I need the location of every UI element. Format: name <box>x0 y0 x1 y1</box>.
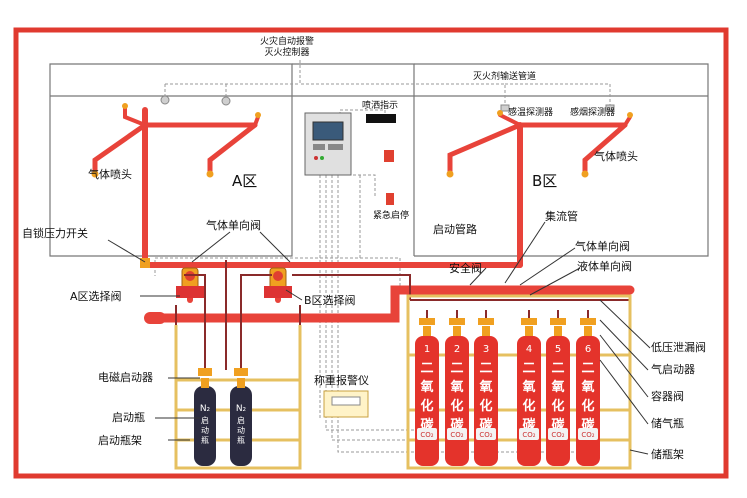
co2-formula: CO₂ <box>450 431 463 439</box>
co2-bottle-text: 化 <box>522 398 535 414</box>
zone-b-label: B区 <box>532 172 557 190</box>
co2-bottles: 1二氧化碳CO₂2二氧化碳CO₂3二氧化碳CO₂4二氧化碳CO₂5二氧化碳CO₂… <box>415 310 600 466</box>
co2-bottle-text: 二 <box>450 361 463 376</box>
start-bottle-rack-label: 启动瓶架 <box>98 433 142 447</box>
weighing-alarm-label: 称重报警仪 <box>314 373 369 387</box>
gas-check-valve-right-label: 气体单向阀 <box>575 239 630 253</box>
controller-label-line2: 灭火控制器 <box>264 46 309 58</box>
co2-bottle-text: 二 <box>551 361 564 376</box>
co2-bottle-text: 化 <box>420 398 433 414</box>
co2-bottle-text: 氧 <box>419 379 433 395</box>
outer-frame <box>13 27 729 479</box>
controller-cabinet <box>304 112 352 176</box>
co2-formula: CO₂ <box>522 431 535 439</box>
spray-indicator-light <box>366 114 396 123</box>
n2-bottle-text: 瓶 <box>201 435 209 445</box>
n2-bottle-text: 瓶 <box>237 435 245 445</box>
co2-bottle-text: 二 <box>581 361 594 376</box>
smoke-detector-label: 感烟探测器 <box>570 106 615 118</box>
alarm-bell-icon <box>384 150 394 162</box>
gas-check-valve-left-label: 气体单向阀 <box>206 218 261 232</box>
solenoid-actuator-label: 电磁启动器 <box>98 371 153 384</box>
safety-valve-label: 安全阀 <box>449 261 482 275</box>
co2-bottle-number: 3 <box>483 344 489 355</box>
n2-bottle-text: 动 <box>237 425 245 435</box>
co2-bottle-text: 氧 <box>478 379 492 395</box>
nozzle-b-label: 气体喷头 <box>594 149 638 163</box>
co2-bottle-text: 化 <box>551 398 564 414</box>
co2-bottle-text: 二 <box>479 361 492 376</box>
co2-formula: CO₂ <box>479 431 492 439</box>
co2-bottle-text: 二 <box>420 361 433 376</box>
n2-bottle-text: 启 <box>201 415 209 425</box>
zone-a-label: A区 <box>232 172 257 190</box>
co2-bottle-number: 2 <box>454 344 460 355</box>
pipe-header-label: 灭火剂输送管道 <box>473 70 536 82</box>
room-outline <box>49 63 709 257</box>
spray-indicator-label: 喷洒指示 <box>362 99 398 111</box>
manifold-label: 集流管 <box>545 209 578 223</box>
nozzle-a-label: 气体喷头 <box>88 167 132 181</box>
co2-bottle-number: 6 <box>585 344 591 355</box>
weighing-alarm-box <box>323 390 369 418</box>
controller-label-line1: 火灾自动报警 <box>260 35 314 47</box>
gas-actuator-label: 气启动器 <box>651 362 695 376</box>
co2-bottle-text: 氧 <box>449 379 463 395</box>
n2-formula: N₂ <box>200 404 211 414</box>
self-lock-switch-label: 自锁压力开关 <box>22 226 88 240</box>
co2-bottle-number: 5 <box>555 344 561 355</box>
co2-bottle-number: 4 <box>526 344 532 355</box>
ceiling-detectors <box>160 95 615 112</box>
select-valve-b-label: B区选择阀 <box>304 293 356 307</box>
co2-formula: CO₂ <box>581 431 594 439</box>
liquid-check-valve-label: 液体单向阀 <box>577 259 632 273</box>
low-pressure-leak-valve-label: 低压泄漏阀 <box>651 340 706 354</box>
co2-bottle-text: 化 <box>479 398 492 414</box>
co2-bottle-text: 氧 <box>521 379 535 395</box>
nozzles <box>91 103 633 178</box>
n2-bottle-text: 启 <box>237 415 245 425</box>
n2-bottle-text: 动 <box>201 425 209 435</box>
start-pipe-label: 启动管路 <box>433 222 477 236</box>
temp-detector-label: 感温探测器 <box>508 106 553 118</box>
co2-bottle-text: 二 <box>522 361 535 376</box>
select-valve-a-label: A区选择阀 <box>70 289 122 303</box>
co2-bottle-text: 化 <box>450 398 463 414</box>
start-bottle-label: 启动瓶 <box>112 410 145 424</box>
container-valve-label: 容器阀 <box>651 389 684 403</box>
co2-bottle-text: 氧 <box>550 379 564 395</box>
storage-rack-label: 储瓶架 <box>651 447 684 461</box>
co2-bottle-text: 化 <box>581 398 594 414</box>
n2-formula: N₂ <box>236 404 247 414</box>
co2-bottle-number: 1 <box>424 344 430 355</box>
leader-lines <box>107 221 651 455</box>
emergency-stop-button <box>386 193 394 205</box>
co2-formula: CO₂ <box>551 431 564 439</box>
co2-bottle-text: 氧 <box>580 379 594 395</box>
co2-formula: CO₂ <box>420 431 433 439</box>
emergency-stop-label: 紧急启停 <box>373 209 409 221</box>
storage-bottle-label: 储气瓶 <box>651 416 684 430</box>
